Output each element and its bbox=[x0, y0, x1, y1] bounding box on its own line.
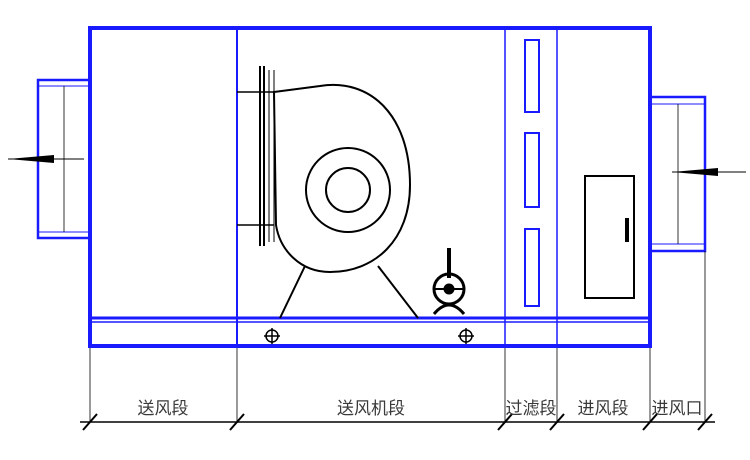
access-door bbox=[584, 175, 635, 299]
label-filter-section: 过滤段 bbox=[506, 399, 557, 419]
label-fan-section: 送风机段 bbox=[337, 399, 405, 419]
inlet-duct bbox=[648, 95, 746, 253]
label-inlet-section: 进风段 bbox=[578, 399, 629, 419]
base-anchors bbox=[264, 328, 474, 344]
filter-panels bbox=[524, 39, 540, 307]
outlet-duct bbox=[8, 78, 92, 240]
label-inlet-port: 进风口 bbox=[652, 399, 703, 419]
centrifugal-fan bbox=[237, 66, 419, 319]
label-supply-section: 送风段 bbox=[138, 399, 189, 419]
dimension-line bbox=[80, 251, 715, 431]
motor bbox=[432, 248, 466, 315]
